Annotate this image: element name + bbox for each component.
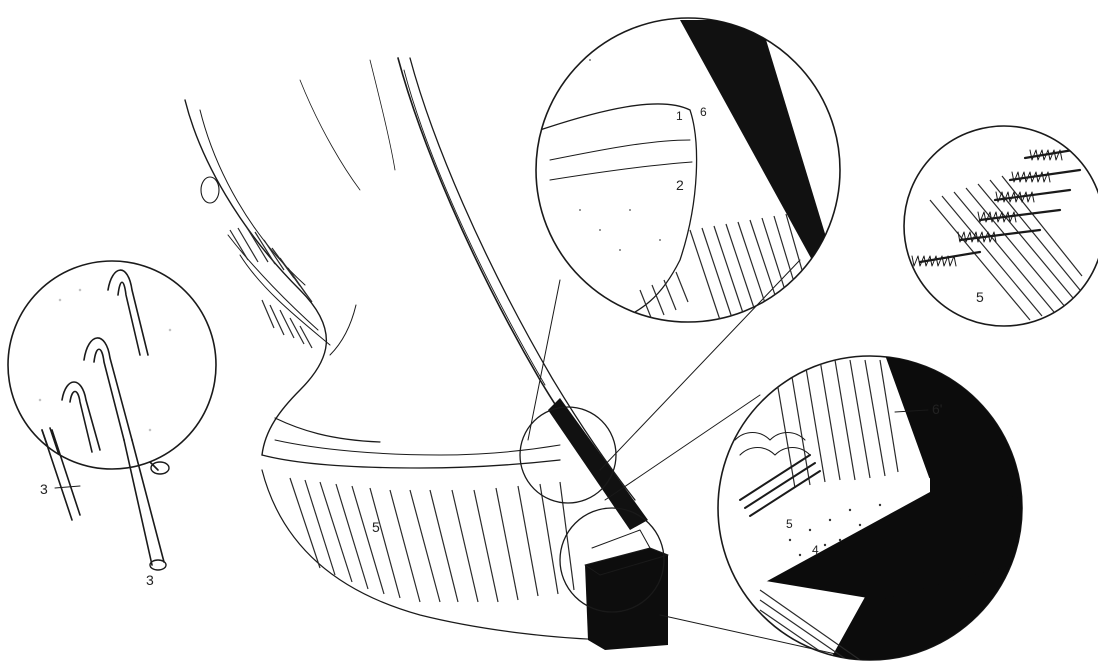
wall-section-inset: 6' 5 4 — [718, 355, 1030, 663]
label-lower-5: 5 — [786, 517, 793, 531]
label-main-wall-5: 5 — [372, 519, 380, 535]
label-top-2: 2 — [676, 177, 684, 193]
label-tubule-tip: 3 — [40, 481, 48, 497]
main-hoof-drawing — [185, 58, 668, 650]
coronary-inset: 1 6 2 — [536, 18, 840, 322]
label-lower-4: 4 — [812, 543, 819, 557]
laminae-inset: 5 — [904, 126, 1098, 326]
label-lower-6prime: 6' — [932, 401, 942, 417]
label-top-6: 6 — [700, 105, 707, 119]
label-right-5: 5 — [976, 289, 984, 305]
tubule-inset: 3 3 — [8, 261, 216, 588]
label-tubule-bottom: 3 — [146, 572, 154, 588]
label-top-1: 1 — [676, 109, 683, 123]
